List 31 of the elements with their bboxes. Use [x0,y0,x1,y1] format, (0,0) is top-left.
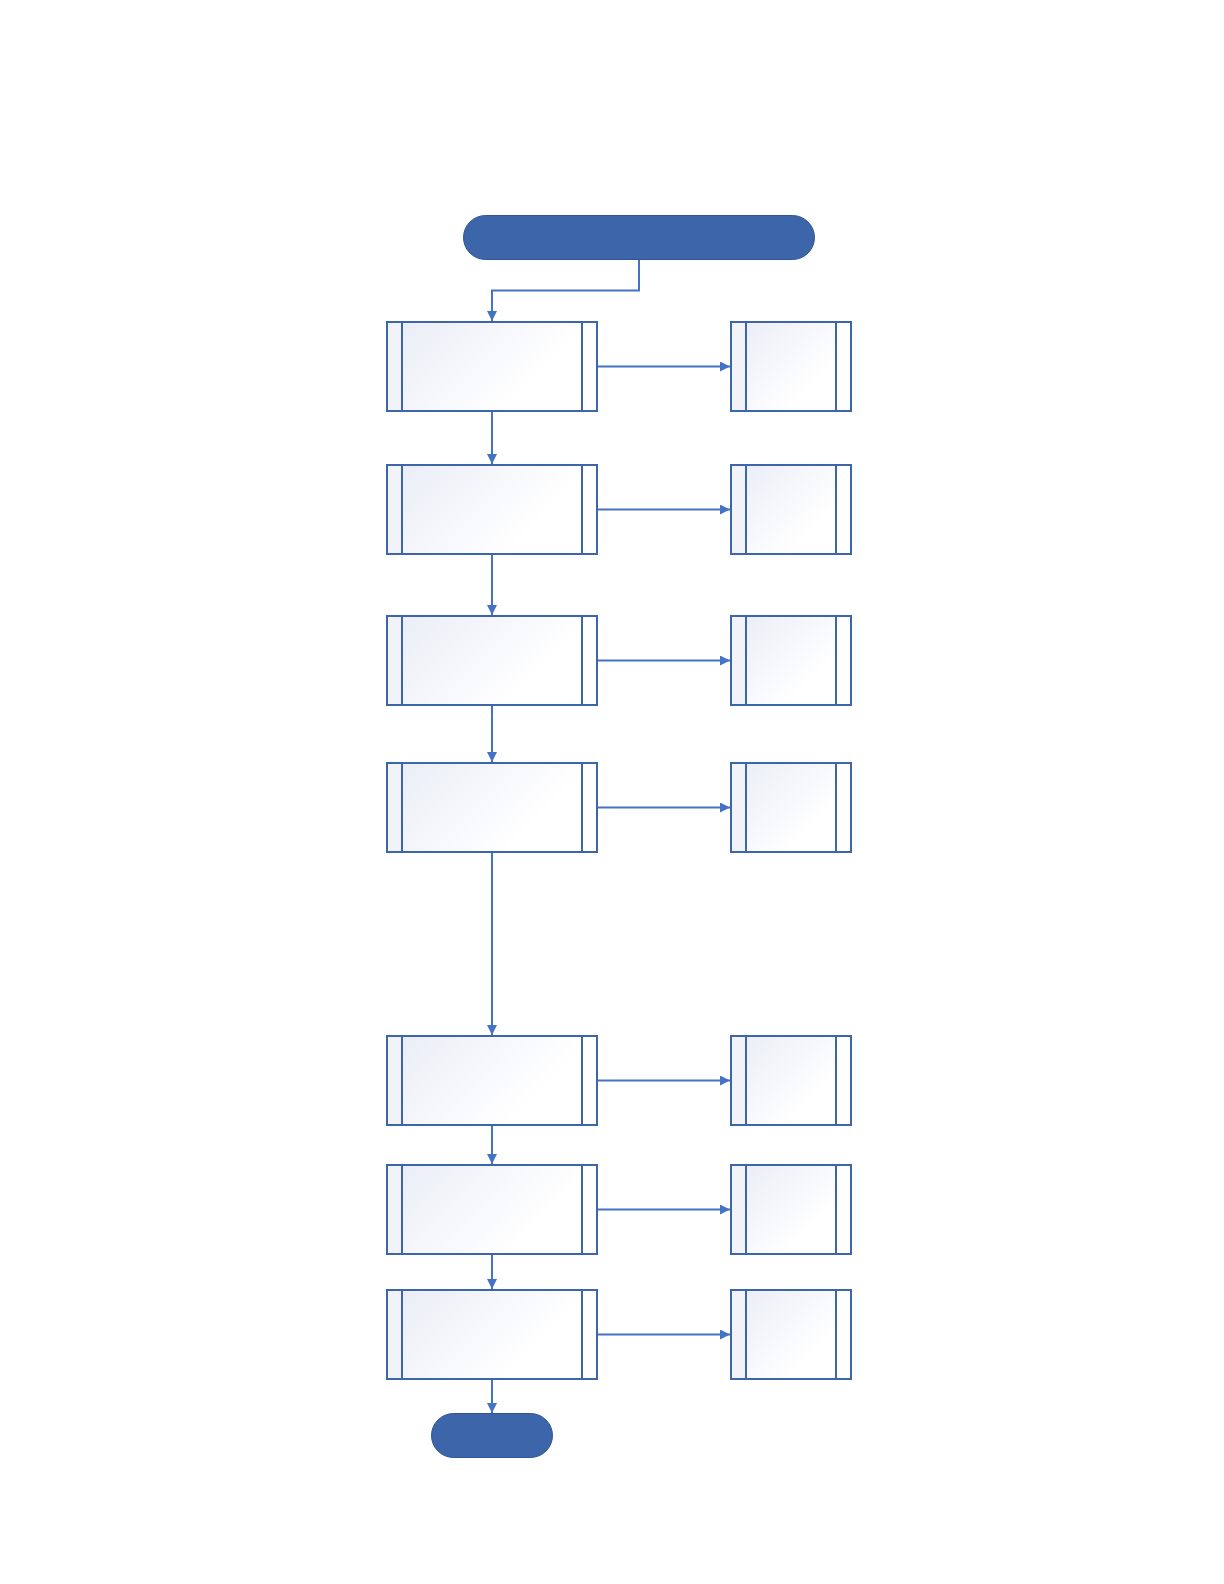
process-box [730,321,852,412]
arrow [487,259,640,322]
terminal-shape [463,215,815,260]
process-box [386,1035,598,1126]
arrow [597,1075,731,1086]
process-box [386,762,598,853]
process-box [730,762,852,853]
arrow [487,705,497,763]
arrow [597,361,731,372]
process-box [386,321,598,412]
terminal-shape [431,1413,553,1458]
process-box [730,1035,852,1126]
arrow [597,1329,731,1340]
arrow [597,504,731,515]
process-box [730,1164,852,1255]
arrow [597,1204,731,1215]
process-box [386,1164,598,1255]
arrow [487,852,497,1036]
arrow [487,1379,497,1414]
arrow [597,655,731,666]
process-box [730,615,852,706]
arrow [487,1254,497,1290]
process-box [386,1289,598,1380]
process-box [386,615,598,706]
arrow [597,802,731,813]
process-box [386,464,598,555]
arrow [487,411,497,465]
arrow [487,554,497,616]
process-box [730,464,852,555]
process-box [730,1289,852,1380]
arrow [487,1125,497,1165]
